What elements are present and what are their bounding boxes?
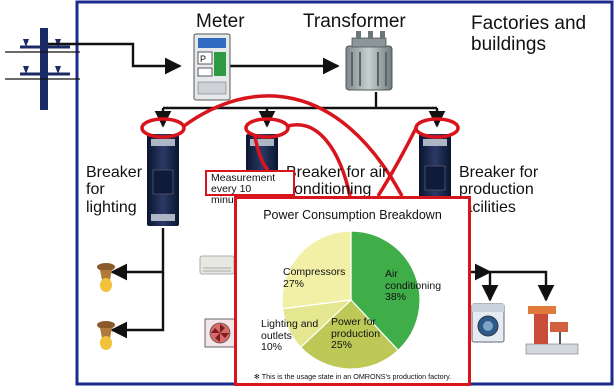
breaker-icon [147, 134, 179, 226]
pie-chart [281, 230, 421, 370]
chart-note: ✻ This is the usage state in an OMRONS's… [253, 372, 452, 381]
factories-label: Factories and buildings [471, 13, 587, 55]
breaker-lighting-label: Breaker for lighting [86, 164, 143, 216]
pie-slice-compressors [281, 230, 352, 310]
meter-icon: P [193, 33, 231, 101]
air-conditioner-icon [199, 255, 235, 275]
ceiling-lamp-icon [97, 263, 115, 292]
breaker-air-label: Breaker for air conditioning [286, 164, 388, 199]
pie-slice-power-for-production [299, 299, 400, 370]
production-machine-icon [525, 306, 579, 355]
transformer-label: Transformer [303, 11, 406, 32]
breaker-production-label: Breaker for production facilities [459, 164, 539, 216]
pie-label-lighting-and-outlets: Lighting and outlets 10% [261, 318, 319, 353]
ventilation-fan-icon [204, 318, 236, 348]
measurement-box: Measurement every 10 minutes [205, 170, 295, 206]
pie-slice-air-conditioning [350, 230, 421, 352]
meter-label: Meter [196, 11, 245, 32]
ceiling-lamp-icon [97, 321, 115, 350]
breaker-icon [419, 134, 451, 200]
measurement-highlights [140, 94, 460, 197]
power-consumption-chart: Power Consumption Breakdown Air conditio… [234, 196, 471, 386]
washing-machine-icon [471, 303, 505, 343]
svg-text:P: P [200, 54, 206, 64]
utility-pole-icon [5, 28, 80, 110]
chart-title: Power Consumption Breakdown [263, 208, 442, 222]
pie-label-compressors: Compressors 27% [283, 266, 346, 290]
power-wires [48, 42, 555, 339]
pie-label-air-conditioning: Air conditioning 38% [385, 268, 442, 303]
measurement-label: Measurement every 10 minutes [211, 172, 276, 206]
pie-label-power-for-production: Power for production 25% [331, 316, 381, 351]
transformer-icon [345, 31, 393, 91]
